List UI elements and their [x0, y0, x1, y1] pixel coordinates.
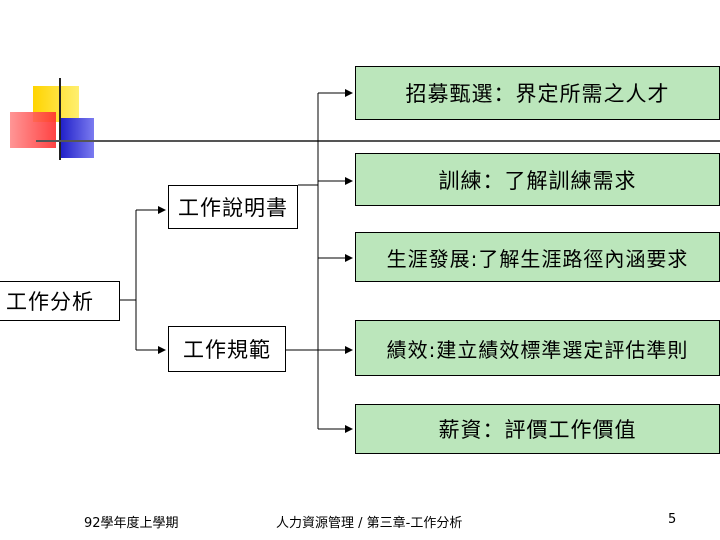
footer-semester: 92學年度上學期: [84, 516, 179, 531]
node-job-description: 工作說明書: [168, 185, 298, 229]
root-node-label: 工作分析: [6, 290, 94, 314]
node-training-label: 訓練：了解訓練需求: [438, 168, 637, 193]
node-recruitment-label: 招募甄選：界定所需之人才: [405, 82, 670, 106]
node-performance-label: 績效:建立績效標準選定評估準則: [386, 337, 689, 362]
footer-page-number: 5: [668, 512, 677, 527]
node-job-description-label: 工作說明書: [178, 196, 288, 220]
footer-course-title: 人力資源管理 / 第三章-工作分析: [276, 516, 463, 531]
node-performance: 績效:建立績效標準選定評估準則: [355, 320, 720, 376]
node-career-development-label: 生涯發展:了解生涯路徑內涵要求: [386, 246, 689, 271]
node-career-development: 生涯發展:了解生涯路徑內涵要求: [355, 232, 720, 282]
root-node-job-analysis: 工作分析: [0, 281, 120, 321]
node-job-specification: 工作規範: [168, 326, 286, 372]
deco-blue-square: [60, 118, 94, 158]
node-compensation-label: 薪資：評價工作價值: [438, 418, 637, 442]
node-recruitment: 招募甄選：界定所需之人才: [355, 66, 720, 120]
node-training: 訓練：了解訓練需求: [355, 153, 720, 206]
node-job-specification-label: 工作規範: [183, 338, 271, 362]
node-compensation: 薪資：評價工作價值: [355, 404, 720, 454]
